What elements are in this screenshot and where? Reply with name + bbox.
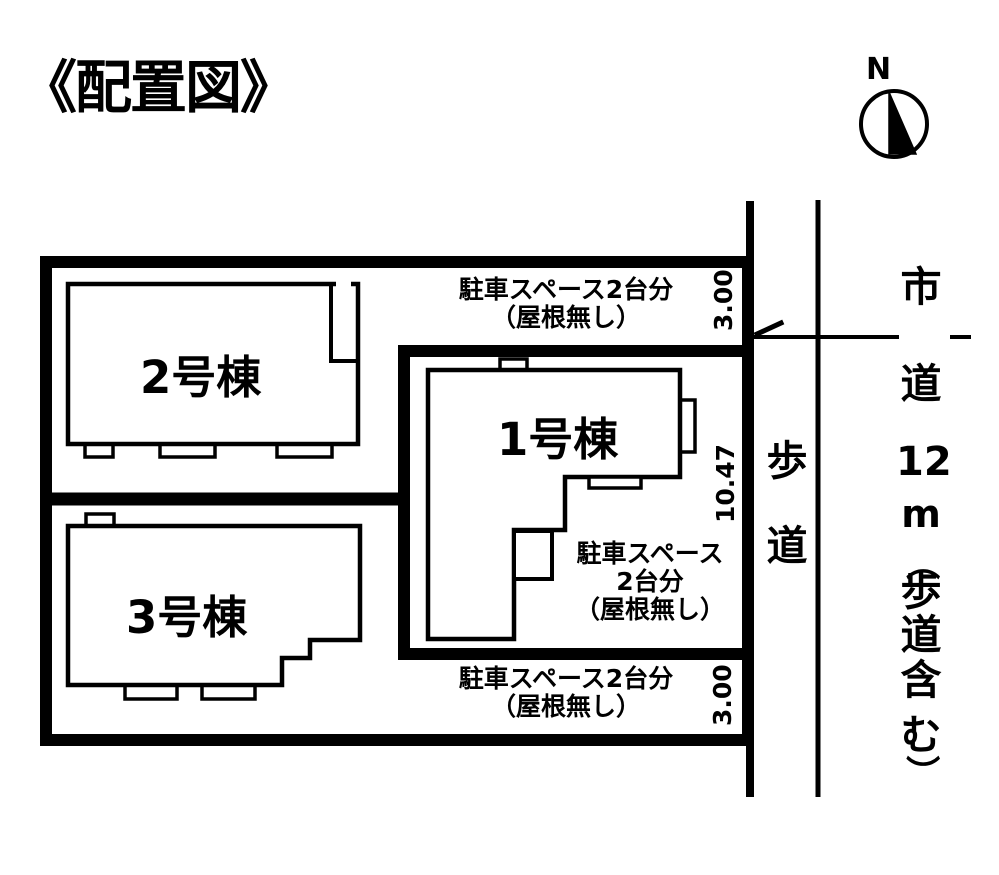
parking-top-note: 駐車スペース2台分 （屋根無し） [440, 276, 692, 332]
road-label-char-2: 道 [900, 360, 942, 408]
road-label-char-10: ） [901, 755, 941, 789]
parking-inner-line1: 駐車スペース [576, 539, 724, 568]
parking-bottom-note: 駐車スペース2台分 （屋根無し） [440, 665, 692, 721]
parking-bottom-depth-dim: 3.00 [708, 664, 737, 726]
parking-inner-note: 駐車スペース 2台分 （屋根無し） [558, 540, 742, 624]
sidewalk-label-char-2: 道 [766, 522, 808, 570]
building-1-step-1 [587, 475, 643, 490]
parking-top-depth-dim: 3.00 [709, 269, 738, 331]
building-1-outline [425, 367, 683, 642]
parking-bottom-line2: （屋根無し） [490, 692, 641, 721]
road-label-char-7: 道 [900, 611, 942, 659]
road-label-char-3: 12 [896, 439, 952, 485]
parcel-1-side-dim: 10.47 [711, 443, 740, 523]
compass-needle [888, 91, 918, 155]
building-1-step-2 [512, 529, 554, 581]
road-label-char-6: 歩 [900, 567, 942, 615]
building-1-label: 1号棟 [497, 413, 619, 466]
building-2-label: 2号棟 [140, 351, 262, 404]
road-label-char-1: 市 [900, 263, 942, 311]
parking-inner-line2: 2台分 [616, 567, 684, 596]
parking-top-line2: （屋根無し） [490, 303, 641, 332]
building-3-label: 3号棟 [126, 591, 248, 644]
compass-north-label: N [866, 52, 892, 87]
parking-bottom-line1: 駐車スペース2台分 [458, 664, 674, 693]
leader-arrow [753, 319, 785, 338]
road-label-char-4: m [901, 492, 941, 536]
building-3-outline [65, 523, 363, 688]
parking-top-line1: 駐車スペース2台分 [458, 275, 674, 304]
building-2-porch [329, 282, 356, 363]
road-label-char-8: 含 [900, 656, 942, 704]
parking-inner-line3: （屋根無し） [574, 595, 725, 624]
building-2-outline [65, 281, 361, 447]
page-title: 《配置図》 [20, 55, 297, 121]
building-2-porch-opening [336, 277, 351, 289]
sidewalk-label-char-1: 歩 [766, 437, 808, 485]
road-label-char-9: む [900, 711, 942, 759]
